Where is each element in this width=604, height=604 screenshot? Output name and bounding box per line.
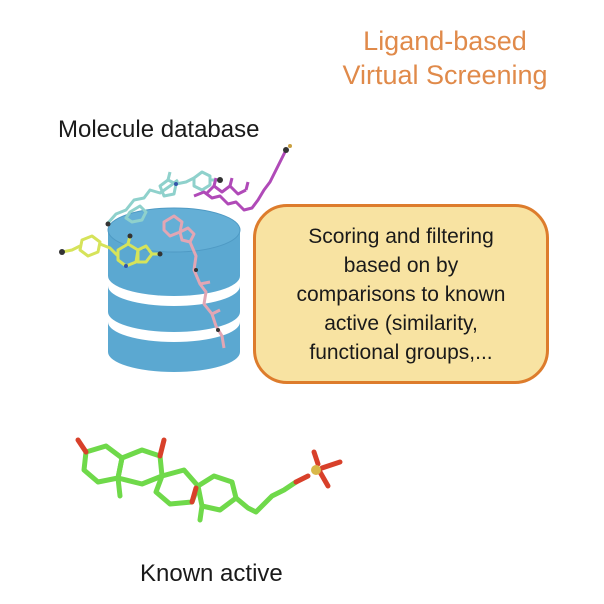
known-active-molecule xyxy=(81,443,299,523)
known-active-oxygens xyxy=(75,437,343,505)
molecule-database-label: Molecule database xyxy=(58,116,260,143)
callout-line: active (similarity, xyxy=(324,311,478,335)
callout-line: Scoring and filtering xyxy=(308,224,494,248)
pink-ligand-atoms xyxy=(194,268,220,332)
callout-line: functional groups,... xyxy=(309,340,493,364)
callout-line: based on by xyxy=(343,253,459,277)
known-active-label: Known active xyxy=(140,560,283,587)
yellow-ligand-atoms xyxy=(59,233,163,268)
callout-line: comparisons to known xyxy=(296,282,506,306)
title-line-1: Ligand-based xyxy=(363,26,527,56)
cyan-ligand-atoms xyxy=(105,177,223,227)
scoring-callout: Scoring and filtering based on by compar… xyxy=(253,204,549,384)
title-line-2: Virtual Screening xyxy=(342,60,548,90)
diagram-title: Ligand-based Virtual Screening xyxy=(300,24,590,92)
sulfur-atom xyxy=(311,465,321,475)
magenta-ligand-atoms xyxy=(283,144,292,153)
magenta-ligand xyxy=(193,149,288,212)
database-icon xyxy=(107,207,241,372)
callout-text: Scoring and filtering based on by compar… xyxy=(297,222,506,367)
